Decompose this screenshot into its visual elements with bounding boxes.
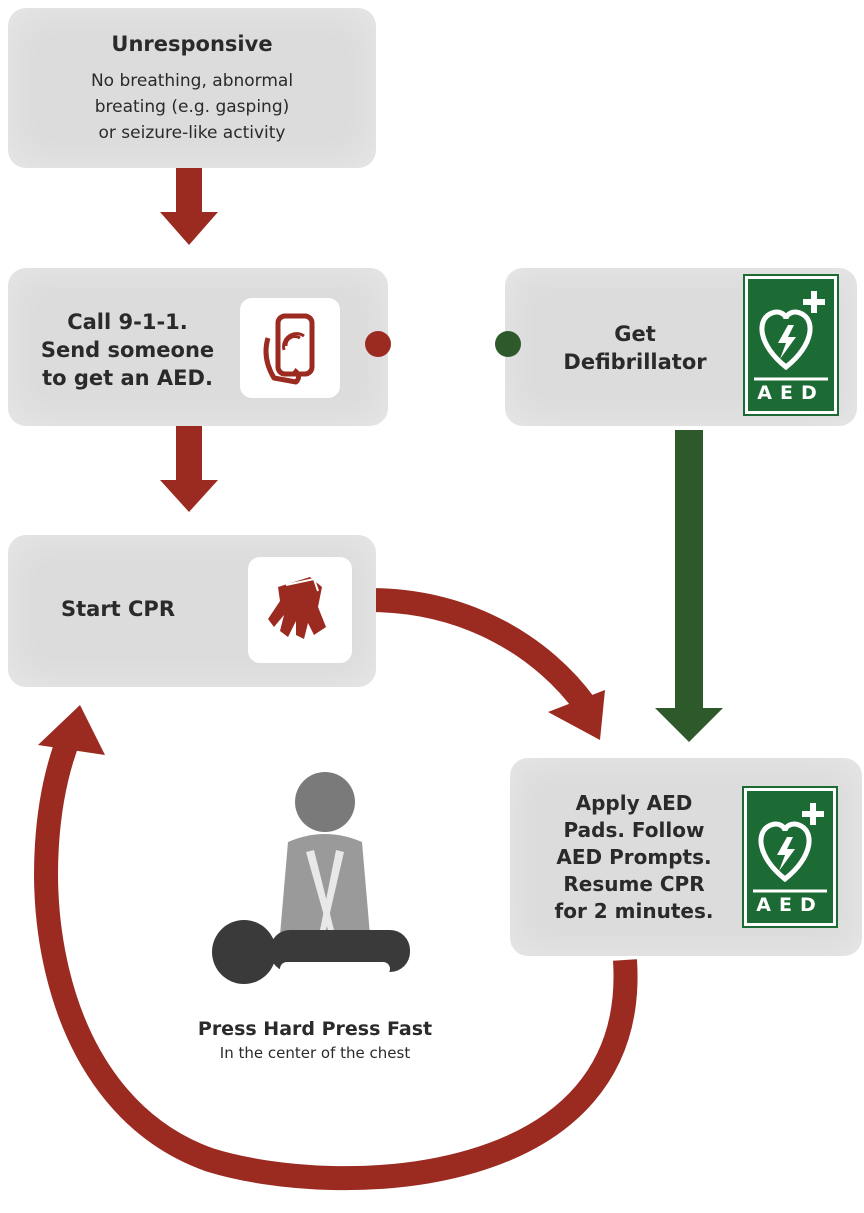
cycle-arc-left xyxy=(34,730,638,1191)
green-connector-dot xyxy=(495,331,521,357)
call-line-3: to get an AED. xyxy=(42,366,213,390)
aed-heart-icon xyxy=(754,291,828,381)
phone-icon-card xyxy=(240,298,340,398)
call-911-box: Call 9-1-1. Send someone to get an AED. xyxy=(8,268,391,426)
aed-label-2: AED xyxy=(756,894,824,916)
aed-badge-2: AED xyxy=(742,786,838,928)
unresponsive-description: No breathing, abnormal breating (e.g. ga… xyxy=(8,68,376,146)
green-arrowhead xyxy=(655,708,723,742)
red-arrow-1-shaft xyxy=(176,160,202,218)
get-line-2: Defibrillator xyxy=(563,350,707,374)
unresponsive-line-1: No breathing, abnormal xyxy=(90,71,294,91)
aed-label: AED xyxy=(757,382,825,404)
start-cpr-label: Start CPR xyxy=(60,597,175,621)
aed-badge: AED xyxy=(743,274,839,416)
cpr-person-figure xyxy=(212,772,410,984)
red-arrow-2-shaft xyxy=(176,420,202,486)
apply-line-4: Resume CPR xyxy=(563,872,705,896)
apply-line-2: Pads. Follow xyxy=(563,818,705,842)
apply-line-3: AED Prompts. xyxy=(556,845,712,869)
unresponsive-box: Unresponsive No breathing, abnormal brea… xyxy=(8,8,376,168)
apply-aed-box: Apply AED Pads. Follow AED Prompts. Resu… xyxy=(510,758,862,956)
red-arrow-1-head xyxy=(160,212,218,245)
apply-aed-text: Apply AED Pads. Follow AED Prompts. Resu… xyxy=(530,790,738,925)
press-subtitle: In the center of the chest xyxy=(219,1044,411,1062)
green-arrow-shaft xyxy=(675,430,703,710)
phone-icon xyxy=(263,313,315,385)
cycle-arc-right xyxy=(369,588,595,713)
get-defibrillator-text: Get Defibrillator xyxy=(535,320,735,376)
get-defibrillator-box: Get Defibrillator AED xyxy=(495,268,857,426)
cycle-arrowhead-right xyxy=(548,690,605,740)
unresponsive-line-2: breating (e.g. gasping) xyxy=(94,97,290,117)
red-arrow-2-head xyxy=(160,480,218,512)
red-connector-dot xyxy=(365,331,391,357)
press-title: Press Hard Press Fast xyxy=(197,1018,433,1040)
call-line-2: Send someone xyxy=(40,338,215,362)
call-911-text: Call 9-1-1. Send someone to get an AED. xyxy=(20,308,235,392)
unresponsive-title: Unresponsive xyxy=(111,32,273,56)
apply-line-1: Apply AED xyxy=(575,791,693,815)
call-line-1: Call 9-1-1. xyxy=(67,310,188,334)
start-cpr-box: Start CPR xyxy=(8,535,376,687)
get-line-1: Get xyxy=(614,322,656,346)
cpr-hands-icon xyxy=(268,577,326,639)
unresponsive-line-3: or seizure-like activity xyxy=(98,123,286,143)
aed-heart-icon-2 xyxy=(753,803,827,893)
apply-line-5: for 2 minutes. xyxy=(554,899,714,923)
hands-icon-card xyxy=(248,557,352,663)
cycle-arrowhead-left xyxy=(38,705,105,755)
